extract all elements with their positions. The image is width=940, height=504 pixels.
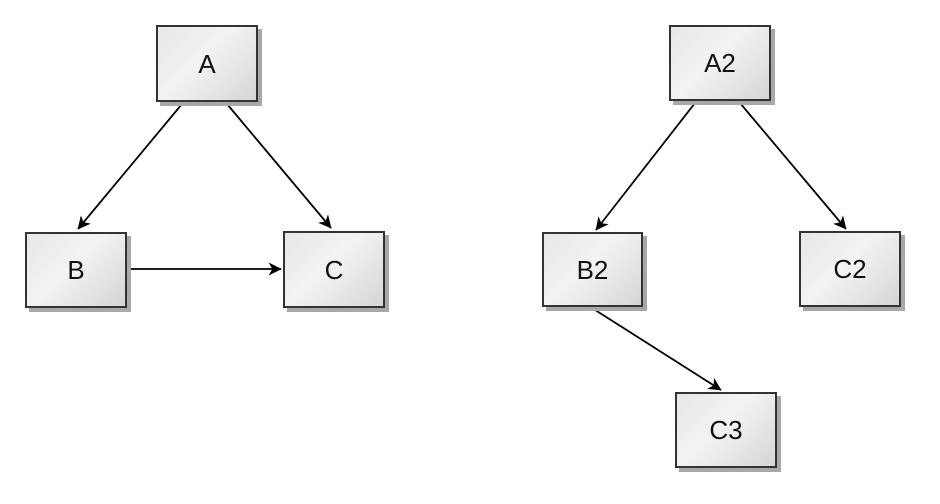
node-C[interactable]: C (283, 231, 385, 308)
edge-A-C (226, 103, 332, 229)
node-C3[interactable]: C3 (675, 392, 777, 468)
edge-B2-C3 (591, 307, 722, 391)
node-A2[interactable]: A2 (669, 25, 771, 101)
node-C2-label: C2 (833, 254, 867, 284)
node-A[interactable]: A (156, 25, 258, 102)
node-B-label: B (67, 255, 85, 285)
node-B[interactable]: B (25, 232, 127, 308)
edge-A2-B2 (595, 102, 696, 231)
node-C2[interactable]: C2 (799, 231, 901, 307)
edge-A2-C2 (739, 102, 847, 230)
node-C3-label: C3 (709, 415, 743, 445)
node-B2-label: B2 (576, 254, 609, 285)
node-A2-label: A2 (704, 48, 736, 78)
node-C-label: C (324, 254, 344, 285)
node-B2[interactable]: B2 (542, 232, 643, 307)
edge-A-B (77, 103, 183, 230)
node-A-label: A (198, 48, 216, 79)
